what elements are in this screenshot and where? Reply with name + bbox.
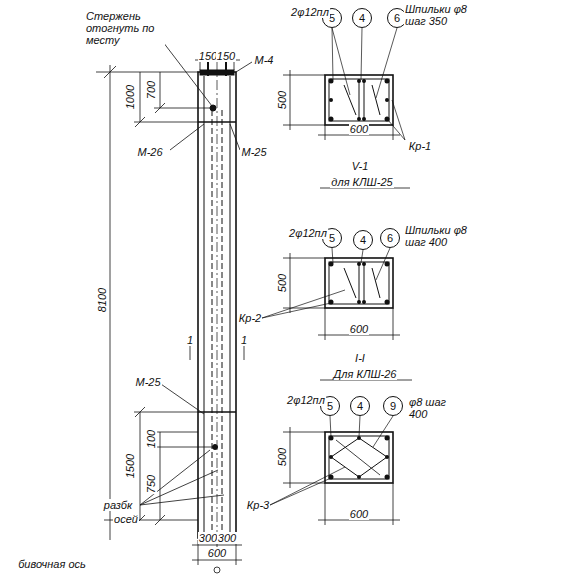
- dimension: 1000: [124, 84, 136, 110]
- callout-circle: 6: [380, 228, 400, 248]
- dimension: 150: [216, 50, 236, 62]
- callout-number: 5: [329, 233, 335, 244]
- dimension: 100: [145, 429, 157, 449]
- dimension: 600: [349, 123, 369, 135]
- section-view: [270, 416, 400, 525]
- part-mark: М-25: [240, 146, 267, 158]
- part-mark: Кр-3: [246, 499, 270, 511]
- part-mark: М-25: [134, 376, 161, 388]
- note: бивочная ось: [17, 558, 87, 570]
- section-view: [262, 248, 412, 380]
- note: Стержень отогнуть по месту: [85, 10, 165, 46]
- part-mark: М-26: [136, 146, 163, 158]
- callout-number: 6: [387, 233, 393, 244]
- callout-number: 4: [359, 13, 365, 24]
- section-mark: 1: [240, 334, 248, 346]
- callout-number: 4: [357, 401, 363, 412]
- dimension: 300: [217, 532, 237, 544]
- callout-number: 6: [394, 13, 400, 24]
- part-mark: Кр-1: [408, 140, 432, 152]
- dimension-lines: [96, 25, 252, 573]
- dimension: 500: [276, 90, 288, 110]
- dimension: 500: [276, 273, 288, 293]
- callout-circle: 9: [383, 396, 403, 416]
- column-elevation: [198, 62, 236, 540]
- section-title: I-I: [354, 352, 366, 364]
- part-mark: Кр-2: [238, 312, 262, 324]
- rebar-spec: Шпильки φ8 шаг 350: [404, 3, 476, 27]
- rebar-spec: 2φ12пл: [286, 394, 326, 406]
- dimension: 600: [349, 323, 369, 335]
- dimension: 750: [145, 474, 157, 494]
- dimension: 300: [198, 532, 218, 544]
- callout-number: 4: [360, 235, 366, 246]
- rebar-spec: 2φ12пл: [288, 227, 328, 239]
- rebar-spec: Шпильки φ8 шаг 400: [404, 224, 476, 248]
- dimension: 600: [207, 547, 227, 559]
- callout-number: 9: [390, 401, 396, 412]
- section-mark: 1: [186, 334, 194, 346]
- callout-circle: 4: [350, 396, 370, 416]
- callout-circle: 4: [352, 8, 372, 28]
- section-title: V-1: [351, 160, 370, 172]
- note: разбк: [103, 499, 133, 511]
- dimension: 700: [145, 80, 157, 100]
- dimension: 8100: [96, 287, 108, 313]
- section-title: Для КЛШ-26: [333, 368, 398, 380]
- dimension: 500: [276, 447, 288, 467]
- note: осей: [113, 513, 139, 525]
- section-title: для КЛШ-25: [330, 176, 393, 188]
- dimension: 1500: [124, 453, 136, 479]
- rebar-spec: φ8 шаг 400: [408, 396, 456, 420]
- part-mark: М-4: [254, 54, 275, 66]
- callout-number: 5: [327, 401, 333, 412]
- dimension: 600: [349, 508, 369, 520]
- rebar-spec: 2φ12пл: [290, 6, 330, 18]
- section-view: [283, 28, 410, 188]
- callout-circle: 4: [353, 230, 373, 250]
